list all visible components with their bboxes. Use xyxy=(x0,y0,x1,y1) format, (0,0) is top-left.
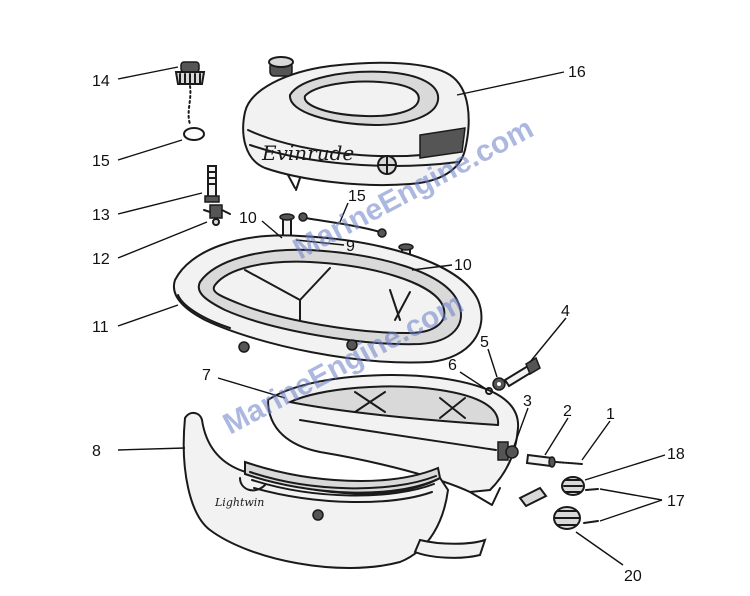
leader-8 xyxy=(117,447,186,451)
screw-18-upper-part xyxy=(585,488,599,491)
top-cover-part xyxy=(242,56,470,191)
leader-20 xyxy=(575,531,624,566)
label-9: 9 xyxy=(346,238,355,255)
nut-5-part xyxy=(492,377,506,391)
leader-10-right xyxy=(411,264,453,271)
label-7: 7 xyxy=(202,367,211,384)
bushing-3-part xyxy=(505,445,519,459)
washer-6-part xyxy=(485,387,493,395)
support-frame-part xyxy=(172,234,483,364)
fuel-cap-part xyxy=(174,61,206,125)
leader-6 xyxy=(459,371,487,390)
label-4: 4 xyxy=(561,303,570,320)
screw-1-part xyxy=(555,461,583,465)
label-6: 6 xyxy=(448,357,457,374)
label-2: 2 xyxy=(563,403,572,420)
link-rod-part xyxy=(298,212,387,238)
leader-11 xyxy=(117,304,179,327)
leader-2 xyxy=(544,417,569,456)
knob-19-part xyxy=(561,476,585,496)
leader-7 xyxy=(217,377,286,399)
leader-3 xyxy=(513,407,529,447)
stud-bolt-part xyxy=(204,165,220,203)
model-script-text: Lightwin xyxy=(214,496,264,509)
label-17: 16 xyxy=(568,64,586,81)
label-1: 1 xyxy=(606,406,615,423)
bolt-4-part xyxy=(503,356,541,388)
label-12: 15 xyxy=(348,188,366,205)
leader-10-left xyxy=(261,220,283,239)
leader-13 xyxy=(117,221,208,259)
label-13: 12 xyxy=(92,251,110,268)
leader-18-lower xyxy=(599,499,663,522)
chain-ring-part xyxy=(183,127,205,141)
bolt-2-part xyxy=(525,453,556,468)
leader-15 xyxy=(117,66,179,80)
leader-4 xyxy=(529,317,567,363)
leader-12 xyxy=(339,202,349,223)
leader-9 xyxy=(295,239,345,246)
leader-19 xyxy=(584,454,666,481)
leader-1 xyxy=(581,420,611,461)
label-10-right: 10 xyxy=(454,257,472,274)
label-18: 17 xyxy=(667,493,685,510)
knob-20-part xyxy=(553,506,581,530)
label-19: 18 xyxy=(667,446,685,463)
label-8: 8 xyxy=(92,443,101,460)
label-5: 5 xyxy=(480,334,489,351)
label-10-left: 10 xyxy=(239,210,257,227)
label-14: 13 xyxy=(92,207,110,224)
fitting-part xyxy=(203,204,231,226)
leader-18-upper xyxy=(599,488,663,501)
leader-lines xyxy=(117,66,666,566)
label-11: 11 xyxy=(92,319,109,336)
label-3: 3 xyxy=(523,393,532,410)
leader-5 xyxy=(487,348,498,378)
label-20: 20 xyxy=(624,568,642,585)
screw-18-lower-part xyxy=(583,520,599,524)
leader-14 xyxy=(117,192,203,215)
lower-cover-part xyxy=(182,412,487,569)
leader-16 xyxy=(117,139,183,161)
inner-housing-part xyxy=(266,374,520,506)
label-16: 15 xyxy=(92,153,110,170)
leader-17 xyxy=(456,71,565,96)
label-15: 14 xyxy=(92,73,110,90)
brand-script-text: Evinrude xyxy=(261,141,354,165)
handle-part xyxy=(518,486,548,508)
